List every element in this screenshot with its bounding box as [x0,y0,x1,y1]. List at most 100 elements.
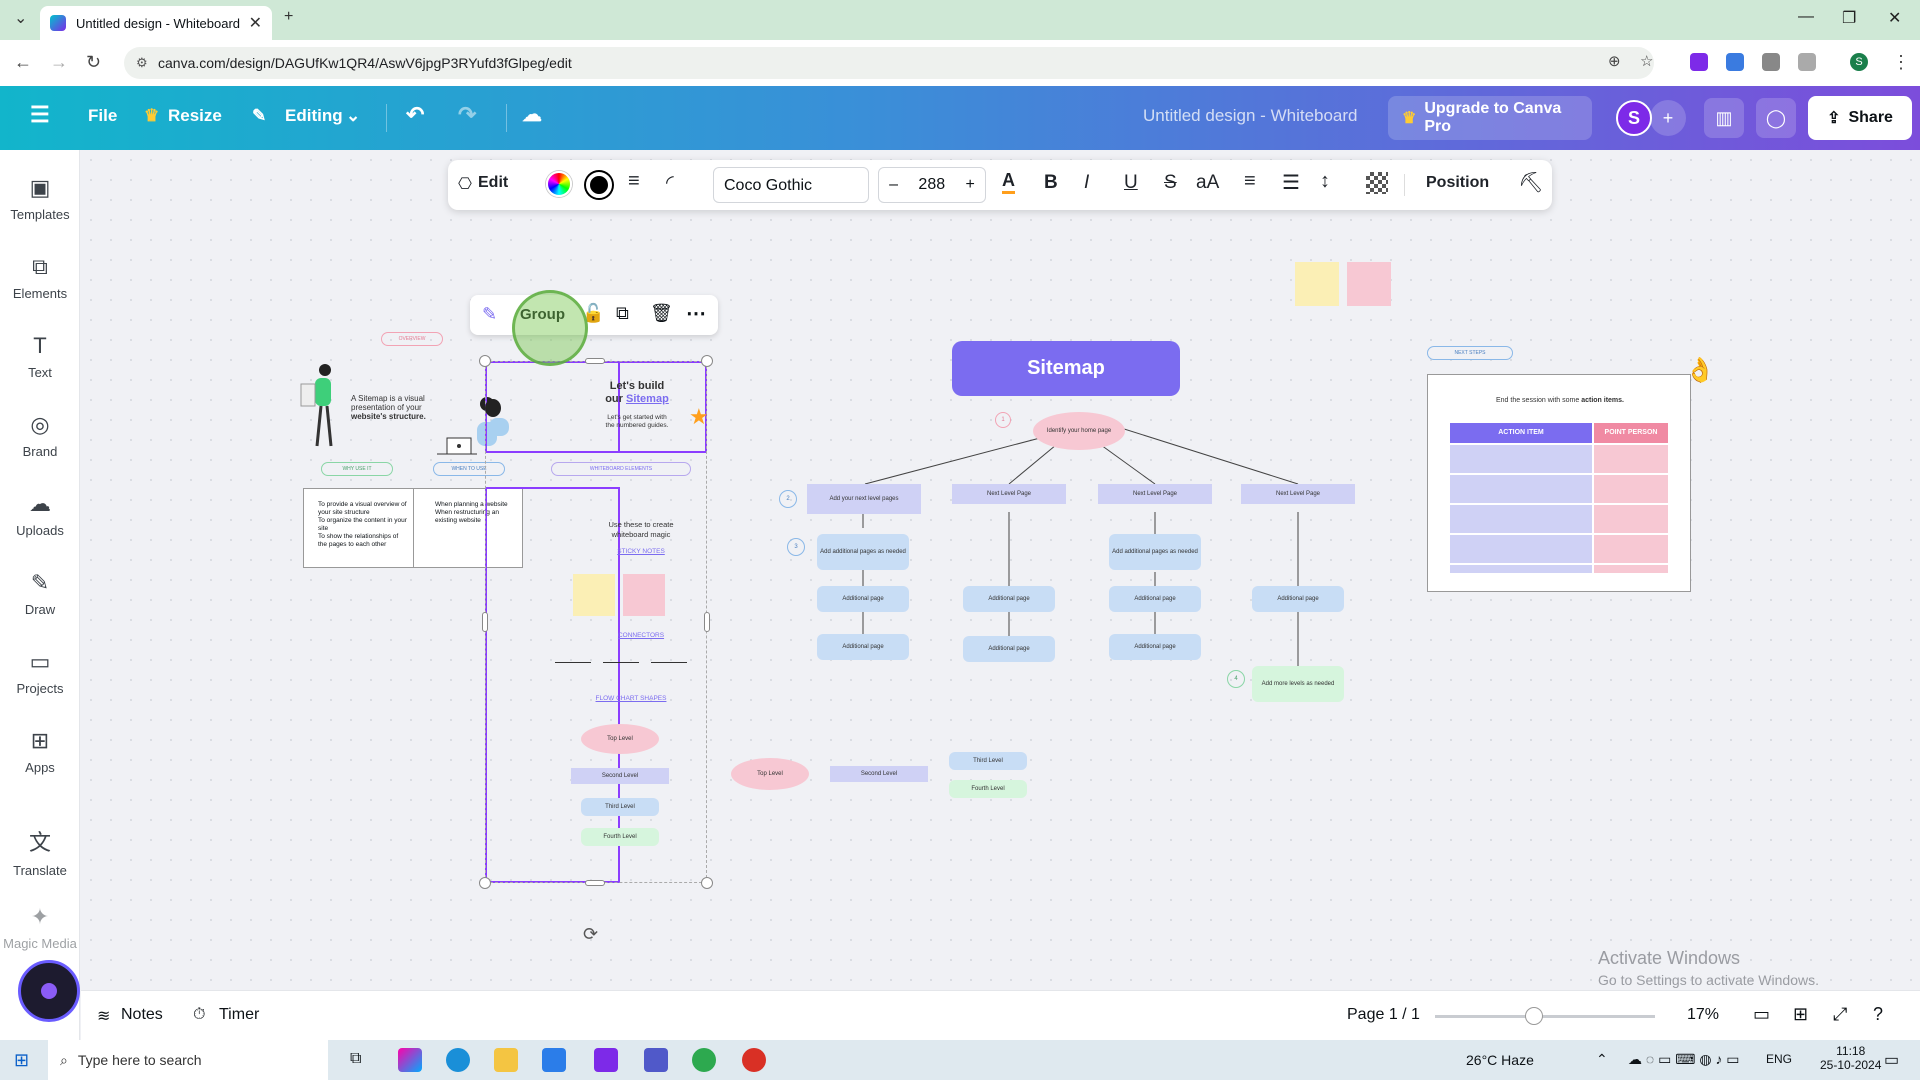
strikethrough-button[interactable]: S [1164,172,1177,193]
analytics-icon[interactable]: ▥ [1704,98,1744,138]
browser-tab[interactable]: Untitled design - Whiteboard ✕ [40,6,272,40]
avatar[interactable]: S [1616,100,1652,136]
timer-button[interactable]: Timer [219,1006,260,1023]
additional-page-node[interactable]: Additional page [963,586,1055,612]
second-level-shape[interactable]: Second Level [571,768,669,784]
magic-edit-icon[interactable]: ✎ [482,304,498,324]
task-view-icon[interactable]: ⧉ [350,1050,362,1067]
notes-icon[interactable]: ≋ [97,1008,111,1025]
zoom-slider[interactable] [1435,1007,1655,1025]
teams-app-icon[interactable] [644,1048,668,1072]
cloud-saved-icon[interactable]: ☁ [522,104,542,126]
edit-button[interactable]: Edit [478,174,509,191]
mail-app-icon[interactable] [542,1048,566,1072]
bullet-list-icon[interactable]: ☰ [1282,172,1300,194]
flow-chart-shapes-link[interactable]: FLOW CHART SHAPES [595,695,667,702]
paint-format-icon[interactable]: ⛏ [1518,172,1544,194]
font-family-select[interactable]: Coco Gothic [713,167,869,203]
extensions-puzzle-icon[interactable] [1798,53,1816,71]
additional-page-node[interactable]: Additional page [1109,586,1201,612]
magic-assistant-button[interactable] [18,960,80,1022]
additional-pages-node[interactable]: Add additional pages as needed [817,534,909,570]
add-collaborator-icon[interactable]: + [1650,100,1686,136]
sticky-note-pink[interactable] [623,574,665,616]
sidebar-item-brand[interactable]: ◎Brand [0,412,80,459]
next-level-node[interactable]: Next Level Page [952,484,1066,504]
zoom-slider-handle[interactable] [1525,1007,1543,1025]
border-color-icon[interactable] [586,172,612,198]
resize-handle[interactable] [479,877,491,889]
notification-icon[interactable]: ▭ [1884,1052,1900,1069]
connector-line[interactable] [651,662,687,663]
main-menu-icon[interactable]: ☰ [30,102,50,127]
connector-line[interactable] [603,662,639,663]
extension-icon[interactable] [1690,53,1708,71]
file-menu[interactable]: File [88,106,118,125]
corner-rounding-icon[interactable]: ◜ [666,172,674,194]
lock-icon[interactable]: 🔓 [582,303,605,323]
sidebar-item-templates[interactable]: ▣Templates [0,175,80,222]
third-level-shape[interactable]: Third Level [581,798,659,816]
sticky-note-yellow[interactable] [573,574,615,616]
italic-button[interactable]: I [1084,172,1090,193]
undo-icon[interactable]: ↶ [406,102,425,127]
font-size-stepper[interactable]: – 288 + [878,167,986,203]
close-window-icon[interactable]: ✕ [1888,10,1902,27]
trash-icon[interactable]: 🗑 [650,303,673,323]
additional-page-node[interactable]: Additional page [1252,586,1344,612]
resize-handle[interactable] [701,877,713,889]
restore-icon[interactable]: ❐ [1842,10,1857,27]
reload-icon[interactable]: ↻ [86,52,102,72]
redo-icon[interactable]: ↷ [458,102,477,127]
action-items-card[interactable]: End the session with some action items. … [1427,374,1691,592]
top-level-shape[interactable]: Top Level [581,724,659,754]
share-button[interactable]: ⇪ Share [1808,96,1912,140]
third-level-shape[interactable]: Third Level [949,752,1027,770]
app-icon[interactable] [594,1048,618,1072]
edge-app-icon[interactable] [446,1048,470,1072]
new-tab-icon[interactable]: + [284,8,294,25]
connectors-link[interactable]: CONNECTORS [617,632,665,639]
top-level-shape[interactable]: Top Level [731,758,809,790]
increase-size-button[interactable]: + [965,176,975,193]
sidebar-item-apps[interactable]: ⊞Apps [0,728,80,775]
rotate-icon[interactable]: ⟳ [583,924,599,944]
resize-handle[interactable] [701,355,713,367]
page-view-icon[interactable]: ▭ [1753,1004,1771,1024]
bookmark-star-icon[interactable]: ☆ [1640,53,1654,70]
additional-page-node[interactable]: Additional page [817,634,909,660]
timer-icon[interactable]: ⏱ [193,1006,206,1023]
copilot-app-icon[interactable] [398,1048,422,1072]
profile-icon[interactable]: S [1850,53,1868,71]
more-options-icon[interactable]: ⋯ [686,303,706,325]
font-size-value[interactable]: 288 [918,176,946,193]
close-tab-icon[interactable]: ✕ [248,15,262,32]
forward-icon[interactable]: → [50,52,68,72]
site-info-icon[interactable]: ⚙ [136,55,148,70]
bold-button[interactable]: B [1044,172,1058,193]
decrease-size-button[interactable]: – [889,176,899,193]
second-level-shape[interactable]: Second Level [830,766,928,782]
transparency-icon[interactable] [1366,172,1388,194]
minimize-icon[interactable]: — [1798,8,1814,25]
resize-handle[interactable] [585,880,605,886]
grid-view-icon[interactable]: ⊞ [1793,1004,1809,1024]
additional-pages-node[interactable]: Add additional pages as needed [1109,534,1201,570]
next-level-node[interactable]: Add your next level pages [807,484,921,514]
fullscreen-icon[interactable]: ⤢ [1833,1004,1848,1024]
sidebar-item-magic-media[interactable]: ✦Magic Media [0,904,80,951]
point-person-column[interactable] [1594,445,1668,573]
connector-line[interactable] [555,662,591,663]
fourth-level-shape[interactable]: Fourth Level [581,828,659,846]
browser-menu-icon[interactable]: ⋮ [1892,52,1910,72]
sitemap-title[interactable]: Sitemap [952,341,1180,396]
resize-handle[interactable] [704,612,710,632]
tray-overflow-icon[interactable]: ⌃ [1596,1051,1608,1067]
tray-icons[interactable]: ☁ ◌ ▭ ⌨ ◍ ♪ ▭ [1628,1051,1740,1067]
fourth-level-shape[interactable]: Fourth Level [949,780,1027,798]
chevron-down-icon[interactable]: ⌄ [346,106,361,125]
duplicate-icon[interactable]: ⧉ [616,303,629,323]
next-level-node[interactable]: Next Level Page [1241,484,1355,504]
